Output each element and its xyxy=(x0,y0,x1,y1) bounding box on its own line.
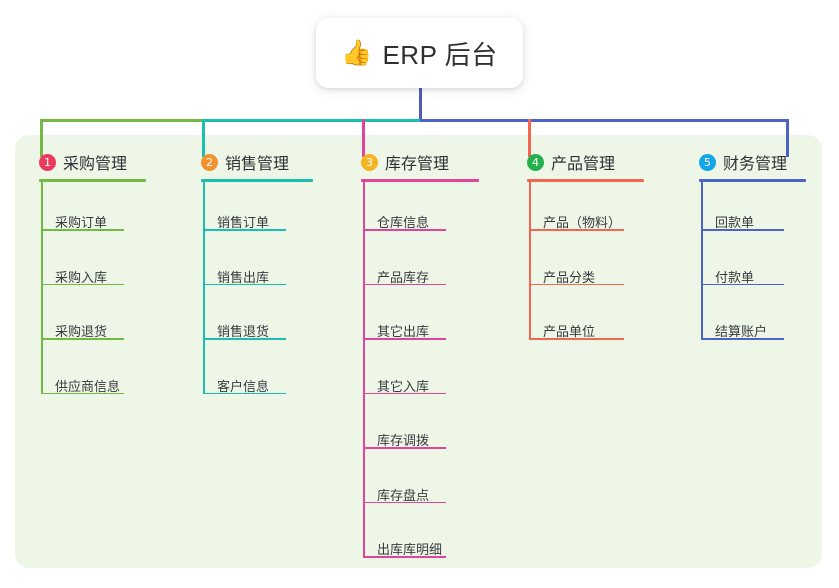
branch-item[interactable]: 采购入库 xyxy=(55,269,108,285)
branch-item-rule xyxy=(203,338,286,340)
branch-index-badge: 2 xyxy=(201,153,218,171)
branch-item-rule xyxy=(363,556,446,558)
connector-bus-mid xyxy=(203,119,420,122)
branch-item[interactable]: 采购退货 xyxy=(55,324,108,339)
branch-item[interactable]: 产品（物料） xyxy=(543,215,622,230)
branch-item-rule xyxy=(529,338,624,340)
branch-spine xyxy=(203,182,205,393)
branch-item-rule xyxy=(203,283,286,286)
branch-title: 库存管理 xyxy=(385,156,450,173)
branch-item[interactable]: 产品分类 xyxy=(543,269,596,285)
branch-item-rule xyxy=(41,338,124,340)
branch-title: 销售管理 xyxy=(225,156,290,173)
branch-header-1[interactable]: 1 采购管理 xyxy=(39,150,127,174)
branch-spine xyxy=(701,182,703,338)
branch-item-rule xyxy=(363,447,446,449)
branch-item-rule xyxy=(363,229,446,231)
branch-index-badge: 3 xyxy=(361,153,378,171)
branch-item-rule xyxy=(41,283,124,286)
branch-item[interactable]: 库存盘点 xyxy=(377,487,430,503)
branch-header-rule xyxy=(201,179,313,182)
branch-item[interactable]: 仓库信息 xyxy=(377,215,430,230)
connector-bus-left xyxy=(41,119,203,122)
branch-item[interactable]: 结算账户 xyxy=(715,324,768,339)
branch-item[interactable]: 客户信息 xyxy=(217,378,270,394)
branch-header-5[interactable]: 5 财务管理 xyxy=(699,150,787,174)
branch-spine xyxy=(529,182,531,338)
branch-item[interactable]: 供应商信息 xyxy=(55,378,121,394)
branch-header-rule xyxy=(527,179,644,182)
branch-header-rule xyxy=(699,179,806,182)
connector-drop-3 xyxy=(361,119,365,157)
branch-item[interactable]: 销售退货 xyxy=(217,324,270,339)
branch-item[interactable]: 库存调拨 xyxy=(377,433,430,448)
connector-drop-2 xyxy=(201,119,205,157)
branch-title: 采购管理 xyxy=(63,156,128,173)
branch-spine xyxy=(363,182,365,556)
branch-item[interactable]: 销售出库 xyxy=(217,269,270,285)
branch-index-badge: 1 xyxy=(39,153,56,171)
branch-item[interactable]: 回款单 xyxy=(715,215,755,230)
root-node-content: 👍 ERP 后台 xyxy=(341,35,497,72)
branch-item[interactable]: 销售订单 xyxy=(217,215,270,230)
branch-header-4[interactable]: 4 产品管理 xyxy=(527,150,615,174)
root-node-label: ERP 后台 xyxy=(382,39,498,70)
connector-drop-1 xyxy=(39,119,43,157)
branches-panel xyxy=(15,135,822,568)
branch-header-rule xyxy=(361,179,479,182)
branch-item[interactable]: 采购订单 xyxy=(55,215,108,230)
branch-header-rule xyxy=(39,179,146,182)
branch-item-rule xyxy=(41,392,124,395)
branch-item-rule xyxy=(41,229,124,231)
branch-index-badge: 4 xyxy=(527,153,544,171)
branch-header-2[interactable]: 2 销售管理 xyxy=(201,150,289,174)
connector-drop-4 xyxy=(527,119,531,157)
branch-item-rule xyxy=(363,501,446,504)
branch-item-rule xyxy=(701,229,784,231)
branch-item-rule xyxy=(363,392,446,395)
branch-item[interactable]: 出库库明细 xyxy=(377,542,443,557)
branch-item[interactable]: 其它入库 xyxy=(377,378,430,394)
branch-item-rule xyxy=(203,392,286,395)
branch-item-rule xyxy=(529,283,624,286)
connector-root-stem xyxy=(418,88,422,122)
branch-item-rule xyxy=(701,283,784,286)
thumbs-up-icon: 👍 xyxy=(341,38,373,67)
branch-title: 财务管理 xyxy=(723,156,788,173)
branch-title: 产品管理 xyxy=(551,156,616,173)
branch-item-rule xyxy=(529,229,624,231)
branch-item[interactable]: 产品单位 xyxy=(543,324,596,339)
branch-item-rule xyxy=(363,338,446,340)
branch-item[interactable]: 其它出库 xyxy=(377,324,430,339)
branch-item[interactable]: 产品库存 xyxy=(377,269,430,285)
branch-item-rule xyxy=(363,283,446,286)
connector-drop-5 xyxy=(785,119,789,157)
branch-index-badge: 5 xyxy=(699,153,716,171)
branch-item[interactable]: 付款单 xyxy=(715,269,755,285)
branch-spine xyxy=(41,182,43,393)
root-node[interactable]: 👍 ERP 后台 xyxy=(316,18,523,88)
branch-item-rule xyxy=(701,338,784,340)
branch-item-rule xyxy=(203,229,286,231)
branch-header-3[interactable]: 3 库存管理 xyxy=(361,150,449,174)
connector-bus-right xyxy=(420,119,789,122)
